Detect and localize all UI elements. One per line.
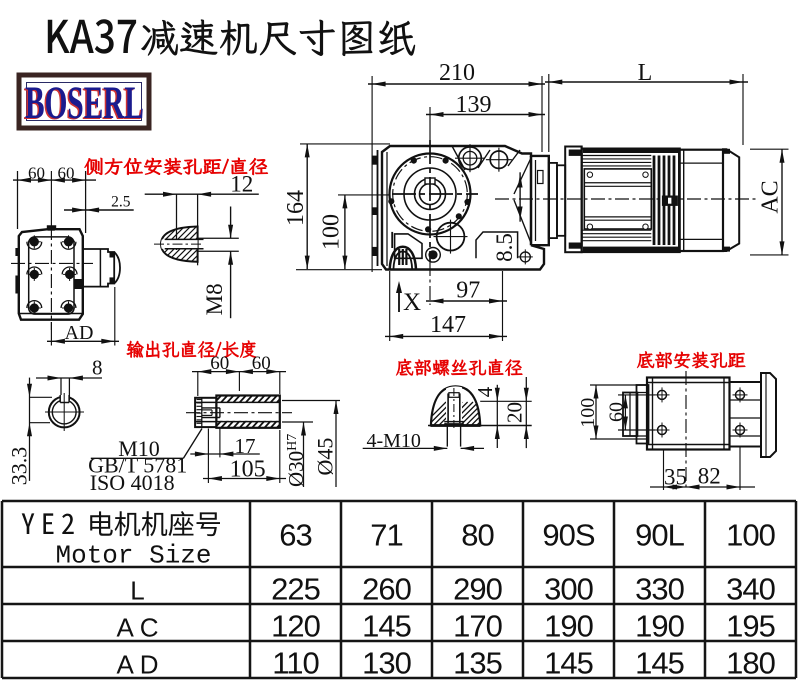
svg-text:60: 60 [606,402,628,422]
svg-text:190: 190 [544,609,593,644]
svg-text:120: 120 [271,609,320,644]
svg-text:100: 100 [319,214,345,250]
svg-text:340: 340 [726,572,775,607]
svg-text:GB/T 5781: GB/T 5781 [88,452,187,477]
svg-text:82: 82 [698,464,721,489]
svg-text:100: 100 [577,398,599,428]
svg-text:BOSERL: BOSERL [24,78,143,130]
svg-text:145: 145 [544,646,593,680]
svg-text:225: 225 [271,572,320,607]
svg-text:147: 147 [430,312,466,338]
svg-text:AD: AD [116,650,164,680]
svg-text:139: 139 [456,92,492,118]
svg-text:Motor Size: Motor Size [55,541,211,571]
svg-text:97: 97 [456,278,480,304]
svg-text:35: 35 [664,465,687,490]
svg-text:8: 8 [92,356,103,380]
svg-text:33.3: 33.3 [7,447,32,486]
svg-text:170: 170 [453,609,502,644]
svg-text:300: 300 [544,572,593,607]
svg-text:190: 190 [635,609,684,644]
svg-text:180: 180 [726,646,775,680]
svg-text:60: 60 [58,164,75,183]
svg-text:M10: M10 [118,436,160,461]
svg-text:2.5: 2.5 [111,194,131,211]
svg-text:20: 20 [503,402,527,423]
svg-text:130: 130 [362,646,411,680]
svg-text:260: 260 [362,572,411,607]
svg-text:195: 195 [726,609,775,644]
svg-text:L: L [130,576,150,606]
svg-text:164: 164 [283,190,309,226]
svg-text:L: L [638,60,653,86]
svg-text:4-M10: 4-M10 [366,430,420,452]
svg-text:80: 80 [461,518,494,553]
svg-text:AC: AC [758,180,784,213]
svg-text:Ø45: Ø45 [313,438,338,476]
svg-text:290: 290 [453,572,502,607]
svg-text:M8: M8 [202,283,227,315]
svg-text:4: 4 [473,386,497,397]
svg-text:145: 145 [362,609,411,644]
svg-text:60: 60 [210,353,229,374]
svg-text:145: 145 [635,646,684,680]
svg-text:110: 110 [272,646,319,680]
svg-text:71: 71 [370,518,402,553]
svg-text:AC: AC [116,613,164,643]
svg-text:17: 17 [235,434,256,458]
svg-text:12: 12 [230,172,253,197]
svg-text:AD: AD [65,322,94,344]
svg-text:330: 330 [635,572,684,607]
svg-text:X: X [403,289,421,316]
svg-text:90S: 90S [542,518,594,553]
svg-text:BOSERL: BOSERL [25,77,144,129]
svg-text:135: 135 [453,646,502,680]
svg-text:90L: 90L [635,518,684,553]
svg-text:100: 100 [726,518,775,553]
svg-text:60: 60 [252,353,271,374]
svg-text:ISO 4018: ISO 4018 [90,470,175,495]
svg-text:210: 210 [439,60,475,86]
svg-text:63: 63 [279,518,311,553]
svg-text:60: 60 [28,164,45,183]
svg-text:8.5: 8.5 [492,233,517,262]
